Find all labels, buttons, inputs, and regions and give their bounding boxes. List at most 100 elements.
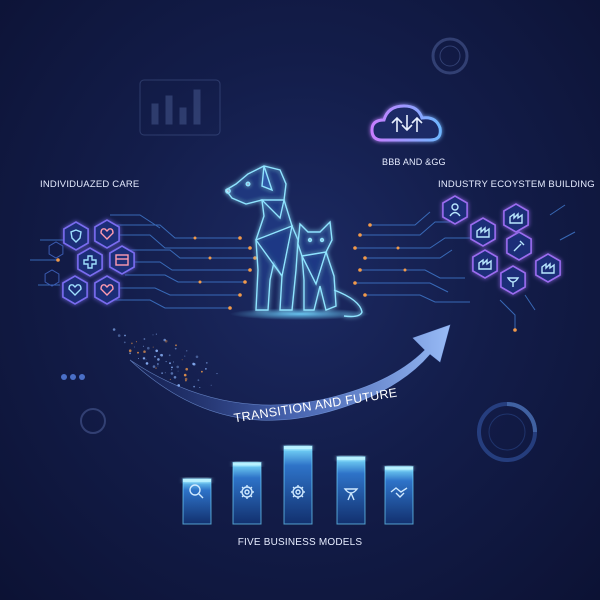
heart-pulse-icon: [94, 275, 120, 305]
sparkle: [152, 365, 156, 368]
sparkle: [128, 349, 132, 353]
sparkle: [133, 346, 135, 348]
sparkle: [155, 333, 157, 335]
sparkle: [145, 362, 149, 365]
user-icon: [442, 195, 468, 225]
sparkle: [137, 351, 139, 354]
hex-outline: [48, 241, 64, 259]
circuit-nodes-right: [353, 223, 517, 332]
sparkle: [216, 373, 218, 375]
business-model-bar: [336, 456, 366, 525]
wrench-icon: [506, 231, 532, 261]
circuit-lines-left: [30, 214, 255, 309]
settings-icon: [291, 485, 305, 499]
circuit-lines-right: [355, 204, 576, 330]
sparkle: [165, 361, 167, 363]
bg-gauge-icon: [477, 402, 537, 462]
sparkle: [170, 372, 174, 375]
circuit-nodes-left: [56, 236, 257, 310]
bg-ring-icon: [431, 37, 469, 75]
sparkle: [171, 369, 173, 371]
sparkle: [168, 354, 171, 357]
sparkle: [117, 334, 121, 337]
individualized-care-title: INDIVIDUAZED CARE: [40, 179, 140, 190]
sparkle: [184, 377, 188, 381]
sparkle: [173, 376, 177, 379]
sparkle: [199, 387, 201, 388]
sparkle: [143, 357, 145, 360]
sparkle: [169, 362, 171, 365]
search-icon: [189, 484, 204, 499]
business-model-bar: [283, 445, 313, 525]
sparkle: [185, 375, 187, 376]
industry-icon: [472, 249, 498, 279]
sparkle: [135, 341, 137, 343]
sparkle: [161, 372, 164, 374]
sparkle: [197, 379, 200, 382]
sparkle: [181, 359, 183, 361]
antenna-icon: [343, 488, 359, 501]
sparkle: [176, 365, 179, 369]
sparkle: [173, 361, 174, 363]
sparkle: [155, 367, 157, 369]
pet-floor-glow: [230, 308, 370, 320]
sparkle: [143, 350, 146, 354]
sparkle: [157, 363, 159, 365]
sparkle: [193, 385, 196, 388]
hex-outline: [44, 269, 60, 287]
warehouse-icon: [535, 253, 561, 283]
first-aid-icon: [77, 247, 103, 277]
sparkle: [183, 373, 187, 377]
cloud-title: BBB AND &GG: [382, 157, 446, 167]
sparkle: [142, 345, 144, 347]
sparkle: [192, 362, 195, 366]
sparkle: [195, 355, 199, 359]
sparkle: [129, 352, 132, 355]
sparkle: [137, 358, 139, 359]
sparkle: [157, 365, 159, 367]
sparkle: [174, 347, 177, 350]
business-model-bar: [232, 462, 262, 525]
industry-ecosystem-title: INDUSTRY ECOYSTEM BUILDING: [438, 179, 595, 190]
bg-small-ring-icon: [80, 408, 106, 434]
right-icon-cluster: [442, 195, 561, 295]
sparkle: [171, 366, 173, 369]
heart-icon: [62, 275, 88, 305]
satellite-icon: [500, 265, 526, 295]
five-business-models-title: FIVE BUSINESS MODELS: [237, 537, 363, 548]
sparkle: [155, 349, 158, 353]
sparkle: [184, 355, 186, 357]
bg-bar-chart-icon: [139, 79, 221, 136]
loading-dots: [61, 374, 85, 380]
sparkle: [152, 346, 154, 348]
sparkle: [131, 342, 133, 345]
factory-icon: [470, 217, 496, 247]
sparkle: [147, 346, 150, 350]
sparkle: [205, 362, 208, 364]
handshake-icon: [390, 487, 408, 498]
cloud-sync-icon: [370, 104, 442, 142]
sparkle: [164, 372, 166, 374]
calendar-icon: [109, 245, 135, 275]
sparkle: [159, 354, 162, 356]
sparkle: [164, 339, 168, 343]
sparkle: [124, 334, 126, 337]
sparkle: [177, 370, 179, 372]
dog-illustration: [224, 165, 299, 311]
sparkle: [186, 350, 188, 352]
sparkle: [123, 341, 126, 344]
sparkle: [154, 355, 156, 358]
transition-arrow: TRANSITION AND FUTURE: [129, 324, 451, 425]
sparkle: [145, 359, 147, 361]
sparkle: [169, 378, 171, 380]
sparkle: [205, 368, 207, 370]
business-model-bars: [182, 445, 414, 525]
sparkle: [185, 367, 188, 371]
sparkle: [175, 344, 177, 347]
sparkle: [157, 358, 160, 361]
sparkle: [143, 338, 146, 340]
city-icon: [503, 203, 529, 233]
heart-plus-icon: [94, 219, 120, 249]
sparkle: [152, 334, 154, 336]
